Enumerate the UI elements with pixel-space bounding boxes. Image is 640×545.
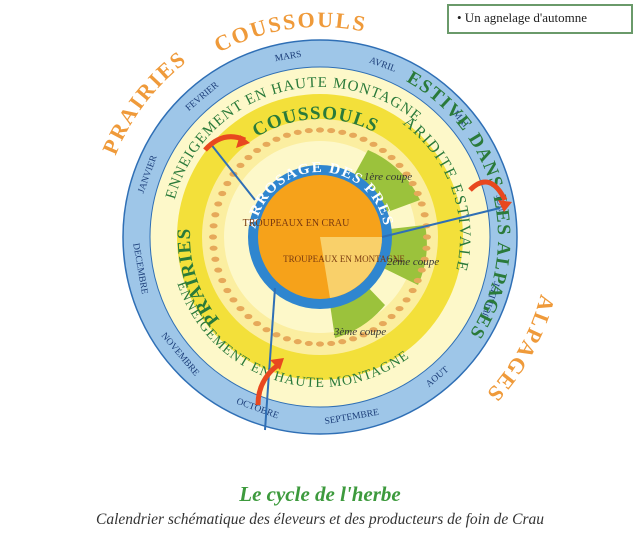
sheep-mark <box>272 332 281 338</box>
sheep-mark <box>218 277 227 284</box>
divider-line-e <box>381 207 501 238</box>
montagne-sector <box>320 237 382 298</box>
sheep-mark <box>293 129 302 135</box>
sheep-mark <box>223 180 232 187</box>
sheep-mark <box>359 332 368 338</box>
sheep-mark <box>413 190 422 197</box>
sheep-mark <box>223 287 232 294</box>
sheep-mark <box>211 212 220 218</box>
sheep-mark <box>387 154 396 161</box>
arrow-east <box>468 179 508 202</box>
legend-box: • Un agnelage d'automne <box>447 4 633 34</box>
sheep-mark <box>359 136 368 142</box>
sheep-mark <box>293 339 302 345</box>
sheep-mark <box>402 297 411 303</box>
arrow-sw <box>255 363 280 406</box>
sheep-mark <box>420 256 429 262</box>
sheep-mark <box>422 245 431 251</box>
legend-text: • Un agnelage d'automne <box>457 10 587 25</box>
sheep-mark <box>408 180 417 187</box>
sheep-herd-marks <box>209 127 431 347</box>
sheep-mark <box>209 223 218 229</box>
sheep-mark <box>304 127 313 134</box>
sheep-mark <box>244 154 253 161</box>
caption-subtitle: Calendrier schématique des éleveurs et d… <box>96 511 544 528</box>
sheep-mark <box>338 339 347 345</box>
caption-title: Le cycle de l'herbe <box>239 482 401 506</box>
sheep-mark <box>387 313 396 320</box>
coupe-1-label: 1ère coupe <box>364 171 412 183</box>
sheep-mark <box>395 305 404 312</box>
crau-label: TROUPEAUX EN CRAU <box>243 218 350 229</box>
coupe-3-label: 3ème coupe <box>333 326 386 338</box>
sheep-mark <box>316 341 324 347</box>
sheep-mark <box>349 336 358 342</box>
sheep-mark <box>378 147 387 154</box>
sheep-mark <box>262 141 271 147</box>
sheep-mark <box>304 340 313 347</box>
sheep-mark <box>417 267 426 273</box>
sheep-mark <box>316 127 324 133</box>
sheep-mark <box>218 190 227 197</box>
sheep-mark <box>253 320 262 327</box>
sheep-mark <box>413 277 422 284</box>
sheep-mark <box>211 256 220 262</box>
sheep-mark <box>423 234 431 240</box>
sheep-mark <box>420 212 429 218</box>
sheep-mark <box>209 234 217 240</box>
sheep-mark <box>209 245 218 251</box>
sheep-mark <box>417 201 426 207</box>
sheep-mark <box>369 327 378 333</box>
sheep-mark <box>214 201 223 207</box>
sheep-mark <box>262 327 271 333</box>
sheep-mark <box>327 127 336 134</box>
sheep-mark <box>214 267 223 273</box>
coupe-2-label: 2ème coupe <box>387 256 439 268</box>
sheep-mark <box>395 162 404 169</box>
sheep-mark <box>349 132 358 138</box>
sheep-mark <box>236 162 245 169</box>
sheep-mark <box>338 129 347 135</box>
sheep-mark <box>327 340 336 347</box>
sheep-mark <box>244 313 253 320</box>
sheep-mark <box>229 297 238 303</box>
sheep-mark <box>236 305 245 312</box>
sheep-mark <box>272 136 281 142</box>
sheep-mark <box>282 132 291 138</box>
divider-line-nw <box>209 142 256 201</box>
sheep-mark <box>253 147 262 154</box>
sheep-mark <box>408 287 417 294</box>
sheep-mark <box>369 141 378 147</box>
sheep-mark <box>282 336 291 342</box>
montagne-label: TROUPEAUX EN MONTAGNE <box>283 254 405 264</box>
sheep-mark <box>402 171 411 177</box>
month-label: MARS <box>274 50 302 65</box>
divider-line-sw <box>264 287 276 431</box>
sheep-mark <box>378 320 387 327</box>
